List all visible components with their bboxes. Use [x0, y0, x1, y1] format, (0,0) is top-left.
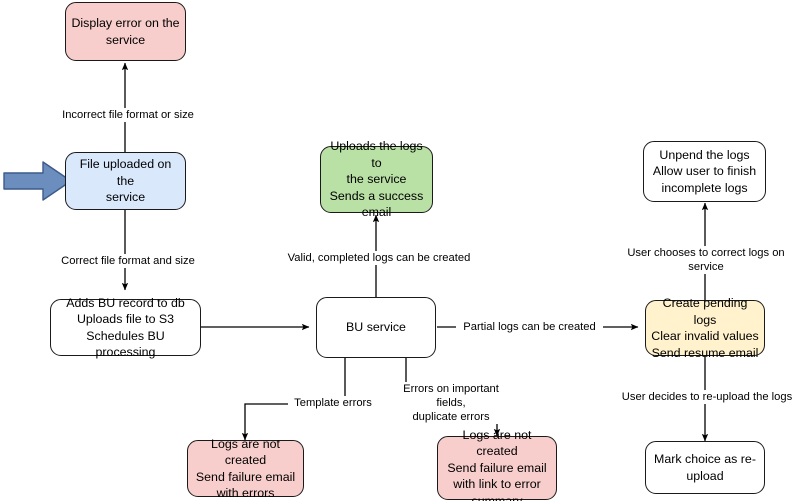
input-arrow-icon: [3, 161, 72, 201]
edge-label-partial-logs: Partial logs can be created: [456, 320, 603, 334]
node-logs-not-created-errors[interactable]: Logs are not created Send failure email …: [187, 437, 304, 500]
edge-label-incorrect-format: Incorrect file format or size: [56, 108, 200, 122]
edge-label-important-field-errors: Errors on important fields, duplicate er…: [392, 382, 510, 424]
node-file-uploaded[interactable]: File uploaded on the service: [65, 152, 186, 210]
node-logs-not-created-summary[interactable]: Logs are not created Send failure email …: [437, 428, 557, 501]
edge-label-template-errors: Template errors: [288, 396, 378, 410]
edge-label-user-corrects: User chooses to correct logs on service: [607, 246, 801, 274]
node-display-error[interactable]: Display error on the service: [65, 2, 186, 61]
node-bu-service[interactable]: BU service: [316, 297, 436, 358]
node-adds-bu-record[interactable]: Adds BU record to db Uploads file to S3 …: [50, 296, 201, 359]
edge-label-correct-format: Correct file format and size: [56, 254, 200, 268]
edge-label-valid-logs: Valid, completed logs can be created: [282, 251, 476, 265]
node-create-pending-logs[interactable]: Create pending logs Clear invalid values…: [645, 296, 765, 360]
node-mark-reupload[interactable]: Mark choice as re- upload: [645, 441, 765, 494]
node-uploads-logs[interactable]: Uploads the logs to the service Sends a …: [320, 139, 433, 219]
edge-label-user-reupload: User decides to re-upload the logs: [613, 390, 801, 404]
node-unpend-logs[interactable]: Unpend the logs Allow user to finish inc…: [643, 141, 766, 202]
